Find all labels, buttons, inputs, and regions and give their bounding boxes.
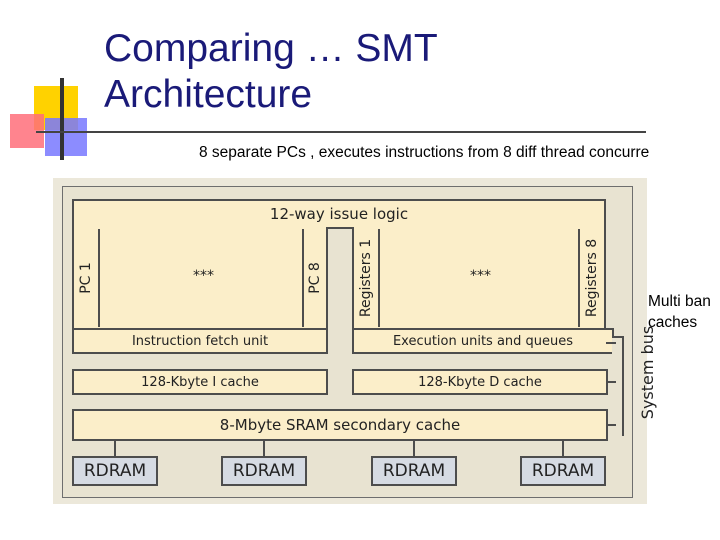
title-underline [36, 131, 646, 133]
execution-units-box: Execution units and queues [352, 328, 614, 354]
registers-last-label: Registers 8 [584, 239, 600, 317]
rdram-connector-3 [413, 440, 415, 456]
pc-first-label: PC 1 [78, 262, 94, 294]
decor-blue-square [45, 118, 87, 156]
bus-link-exec [606, 342, 616, 344]
rdram-module: RDRAM [520, 456, 606, 486]
registers-last-column: Registers 8 [578, 229, 604, 327]
sram-secondary-cache-box: 8-Mbyte SRAM secondary cache [72, 409, 608, 441]
slide-title-line-2: Architecture [104, 72, 624, 118]
pc-first-column: PC 1 [74, 229, 100, 327]
registers-ellipsis: *** [470, 268, 491, 284]
instruction-fetch-unit-box: Instruction fetch unit [72, 328, 328, 354]
pc-last-label: PC 8 [307, 262, 323, 294]
registers-first-column: Registers 1 [354, 229, 380, 327]
rdram-connector-4 [562, 440, 564, 456]
slide-title: Comparing … SMT Architecture [104, 26, 624, 118]
rdram-connector-1 [114, 440, 116, 456]
rdram-module: RDRAM [371, 456, 457, 486]
issue-logic-box: 12-way issue logic [72, 199, 606, 229]
registers-first-label: Registers 1 [358, 239, 374, 317]
rdram-module: RDRAM [72, 456, 158, 486]
rdram-module: RDRAM [221, 456, 307, 486]
rdram-connector-2 [263, 440, 265, 456]
system-bus-line [612, 336, 624, 436]
dcache-box: 128-Kbyte D cache [352, 369, 608, 395]
side-note-line-1: Multi ban [648, 291, 720, 312]
decor-vertical-rule [60, 78, 64, 160]
bus-link-dcache [606, 381, 616, 383]
bus-link-sram [606, 424, 616, 426]
system-bus-label: System bus [636, 316, 660, 428]
icache-box: 128-Kbyte I cache [72, 369, 328, 395]
slide-subtitle: 8 separate PCs , executes instructions f… [199, 144, 720, 162]
system-bus-text: System bus [639, 325, 658, 418]
pc-last-column: PC 8 [302, 229, 326, 327]
slide-title-line-1: Comparing … SMT [104, 26, 624, 72]
pc-ellipsis: *** [193, 268, 214, 284]
